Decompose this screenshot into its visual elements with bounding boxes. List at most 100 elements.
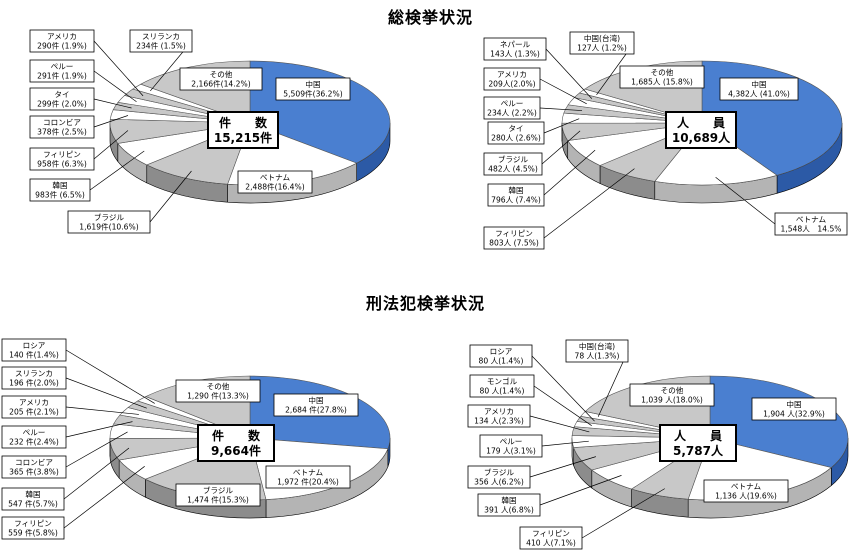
slice-label-6-value: 280人 (2.6%) [491,134,541,143]
leader-line-3 [149,170,192,223]
slice-label-3-name: フィリピン [532,529,570,538]
slice-label-box-10 [129,29,193,53]
slice-label-5-name: ブラジル [484,467,515,477]
slice-label-11-name: その他 [661,385,684,395]
leader-line-3 [581,488,665,539]
leader-line-3 [543,168,635,239]
total-label: 人 員 [677,115,725,130]
slice-label-8-value: 205 件(2.1%) [9,407,59,417]
total-box [207,111,279,149]
slice-label-box-5 [467,465,531,489]
slice-label-box-6 [487,121,545,145]
slice-label-5-name: 韓国 [25,489,40,499]
total-box [197,424,275,462]
slice-label-box-1 [273,393,359,417]
slice-label-1-value: 5,509件(36.2%) [283,89,342,99]
leader-line-6 [541,440,589,447]
slice-label-3-value: 1,619件(10.6%) [79,222,138,232]
slice-label-10-value: 140 件(1.4%) [9,350,59,360]
leader-line-7 [529,415,590,433]
total-box [665,111,737,149]
slice-label-box-8 [483,67,541,91]
slice-label-9-value: 290件 (1.9%) [37,41,87,51]
total-box [659,424,737,462]
slice-label-7-name: ペルー [23,428,46,437]
slice-label-10-name: ロシア [23,341,46,350]
slice-label-box-5 [1,487,65,511]
slice-label-8-value: 80 人(1.4%) [480,387,525,396]
slice-label-box-6 [1,455,67,479]
slice-label-box-9 [469,344,533,368]
slice-label-2-value: 2,488件(16.4%) [245,182,304,192]
slice-label-3-value: 1,474 件(15.3%) [187,495,249,505]
leader-line-9 [531,355,595,422]
leader-line-8 [533,385,592,426]
slice-label-1-value: 2,684 件(27.8%) [285,405,347,415]
slice-label-7-name: ペルー [501,99,524,108]
total-label: 人 員 [674,428,722,443]
slice-label-7-value: 234人 (2.2%) [487,109,537,118]
slice-label-4-value: 391 人(6.8%) [484,506,534,515]
slice-label-box-11 [175,379,261,403]
leader-line-9 [545,48,593,99]
leader-line-6 [65,431,128,468]
slice-label-6-value: 365 件(3.8%) [9,467,59,477]
slice-label-5-value: 482人 (4.5%) [488,165,538,174]
slice-label-4-name: 韓国 [52,180,67,190]
slice-label-2-name: ベトナム [796,215,827,224]
pie-slice-2 [654,122,778,186]
slice-label-box-7 [29,87,95,111]
leader-line-4 [89,150,145,191]
slice-label-4-name: 韓国 [508,185,523,195]
slice-label-4-name: フィリピン [14,519,52,528]
leader-line-7 [539,107,583,111]
pie-chart-1: 中国5,509件(36.2%)ベトナム2,488件(16.4%)ブラジル1,61… [29,29,391,234]
leader-line-7 [93,98,132,109]
slice-label-box-10 [1,338,67,362]
slice-label-1-name: 中国 [305,79,320,89]
slice-label-box-7 [467,404,531,428]
slice-label-4-name: 韓国 [501,495,516,505]
slice-label-5-value: 356 人(6.2%) [474,478,524,487]
total-value: 9,664件 [211,443,261,458]
slice-label-box-8 [469,374,535,398]
slice-label-11-value: 1,685人 (15.8%) [631,78,693,87]
leader-line-9 [93,40,144,97]
slice-label-10-name: 中国(台湾) [579,341,615,351]
slice-label-4-value: 796人 (7.4%) [491,196,541,205]
slice-label-3-name: フィリピン [495,229,533,238]
leader-line-6 [543,118,580,134]
slice-label-box-3 [483,226,545,250]
slice-label-3-value: 803人 (7.5%) [489,239,539,248]
total-value: 15,215件 [214,130,272,145]
slice-label-7-name: タイ [54,90,69,99]
leader-line-7 [65,421,133,438]
slice-label-box-7 [483,96,541,120]
slice-label-box-6 [479,434,543,458]
slice-label-5-name: ブラジル [498,154,529,164]
slice-label-3-value: 410 人(7.1%) [526,539,576,548]
leader-line-5 [63,447,130,500]
slice-label-6-name: ペルー [500,437,523,446]
leader-line-2 [715,176,776,225]
slice-label-6-name: コロンビア [15,458,53,467]
slice-label-box-5 [483,152,543,176]
slice-label-10-name: スリランカ [142,32,180,41]
slice-label-11-value: 1,039 人(18.0%) [641,396,703,405]
slice-label-2-name: ベトナム [260,173,291,182]
slice-label-box-8 [1,395,67,419]
slice-label-7-value: 232 件(2.4%) [9,437,59,447]
slice-label-2-value: 1,548人 14.5% [780,225,841,234]
slice-label-9-value: 196 件(2.0%) [9,378,59,388]
slice-label-box-3 [175,483,261,507]
slice-label-box-9 [29,29,95,53]
slice-label-box-3 [67,210,151,234]
total-value: 10,689人 [672,130,731,145]
slice-label-7-value: 299件 (2.0%) [37,99,87,109]
slice-label-box-2 [265,465,351,489]
slice-label-box-4 [1,516,65,540]
